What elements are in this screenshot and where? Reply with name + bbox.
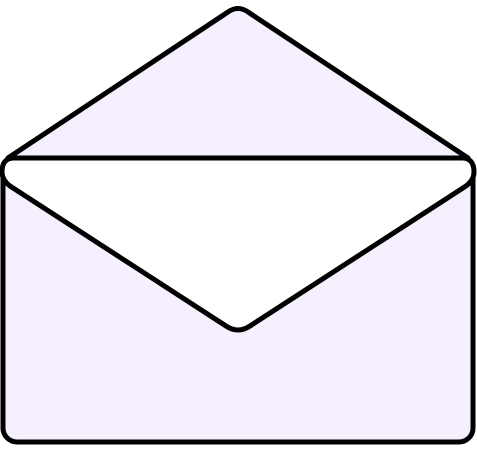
envelope-inner-opening	[0, 155, 477, 333]
envelope-top-flap	[5, 6, 471, 161]
